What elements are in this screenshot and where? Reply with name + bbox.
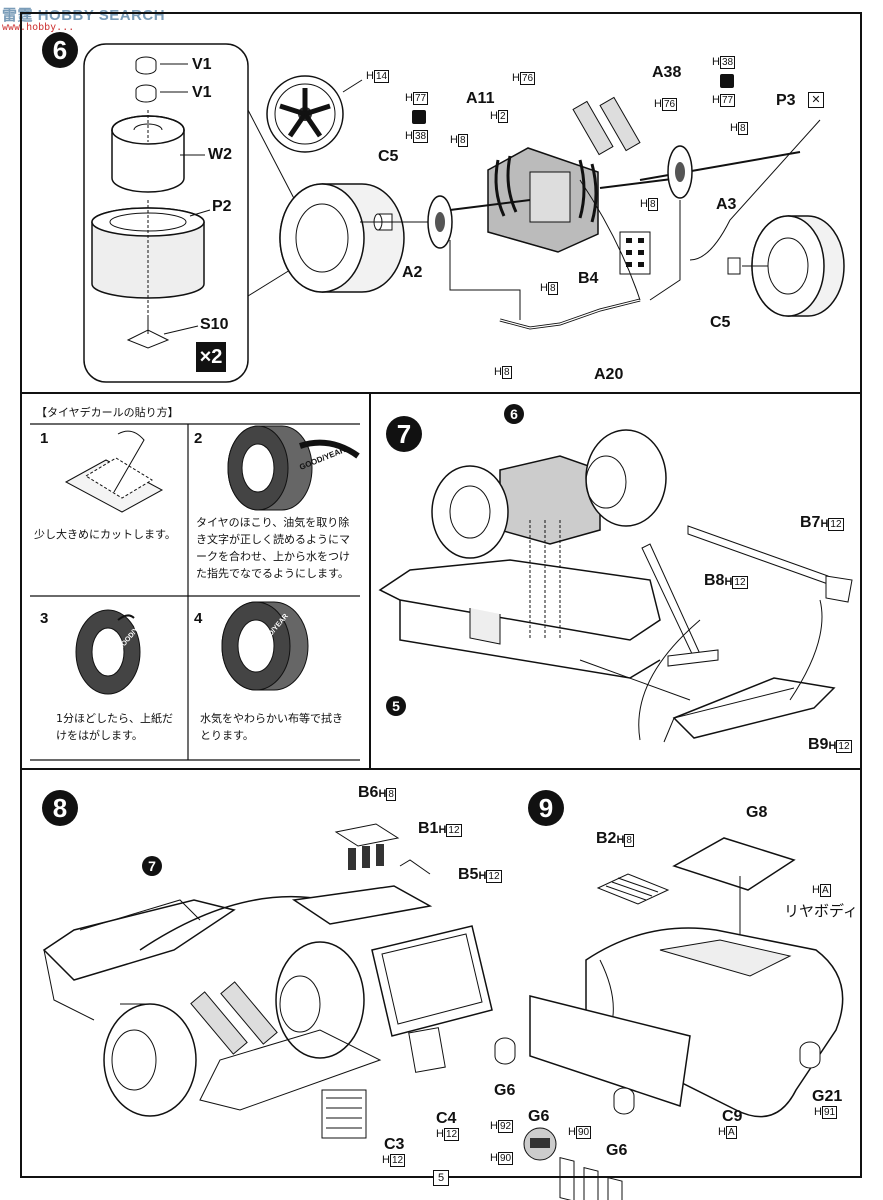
label-a11: A11: [466, 90, 495, 107]
tip-2-text: タイヤのほこり、油気を取り除き文字が正しく読めるようにマークを合わせ、上から水を…: [196, 516, 350, 580]
paint-mix-icon: [412, 110, 426, 124]
label-g6-b: G6: [606, 1142, 628, 1159]
page-number: 5: [433, 1170, 449, 1186]
divider-middle: [20, 768, 862, 770]
tip-4-text: 水気をやわらかい布等で拭きとります。: [200, 712, 343, 742]
label-v1-b: V1: [192, 84, 212, 101]
label-a2: A2: [402, 264, 423, 281]
tire-decal-title: 【タイヤデカールの貼り方】: [36, 406, 179, 419]
divider-vertical: [369, 392, 371, 768]
label-a20: A20: [594, 366, 624, 383]
label-v1-a: V1: [192, 56, 212, 73]
label-p3: P3: [776, 92, 796, 109]
step7-ref-step5: 5: [386, 696, 406, 716]
label-g8: G8: [746, 804, 768, 821]
watermark-brand: 雷霆 HOBBY SEARCH: [2, 7, 166, 24]
step6-number: 6: [42, 32, 78, 68]
label-c4: C4: [436, 1110, 457, 1127]
cut-icon: ✕: [808, 92, 824, 108]
label-p2: P2: [212, 198, 232, 215]
label-a38: A38: [652, 64, 682, 81]
paint-mix-icon: [720, 74, 734, 88]
tip-3-number: 3: [40, 610, 49, 627]
tip-4-number: 4: [194, 610, 203, 627]
step7-ref-step6: 6: [504, 404, 524, 424]
tip-1-number: 1: [40, 430, 49, 447]
label-rear-body: リヤボディ: [784, 902, 858, 920]
label-s10: S10: [200, 316, 229, 333]
step7-number: 7: [386, 416, 422, 452]
watermark-site: www.hobby...: [2, 22, 75, 33]
label-a3: A3: [716, 196, 737, 213]
tip-3-text: 1分ほどしたら、上紙だけをはがします。: [56, 712, 173, 742]
label-c5-a: C5: [378, 148, 399, 165]
divider-top: [20, 392, 862, 394]
step8-ref-step7: 7: [142, 856, 162, 876]
step9-number: 9: [528, 790, 564, 826]
label-c3: C3: [384, 1136, 405, 1153]
step8-number: 8: [42, 790, 78, 826]
label-g6-a: G6: [494, 1082, 516, 1099]
label-w2: W2: [208, 146, 232, 163]
label-g6-c: G6: [528, 1108, 550, 1125]
tip-2-number: 2: [194, 430, 203, 447]
label-g21: G21: [812, 1088, 843, 1105]
label-c5-b: C5: [710, 314, 731, 331]
tip-1-text: 少し大きめにカットします。: [34, 528, 176, 541]
label-c9: C9: [722, 1108, 743, 1125]
label-b4: B4: [578, 270, 599, 287]
quantity-badge: ×2: [196, 342, 226, 372]
